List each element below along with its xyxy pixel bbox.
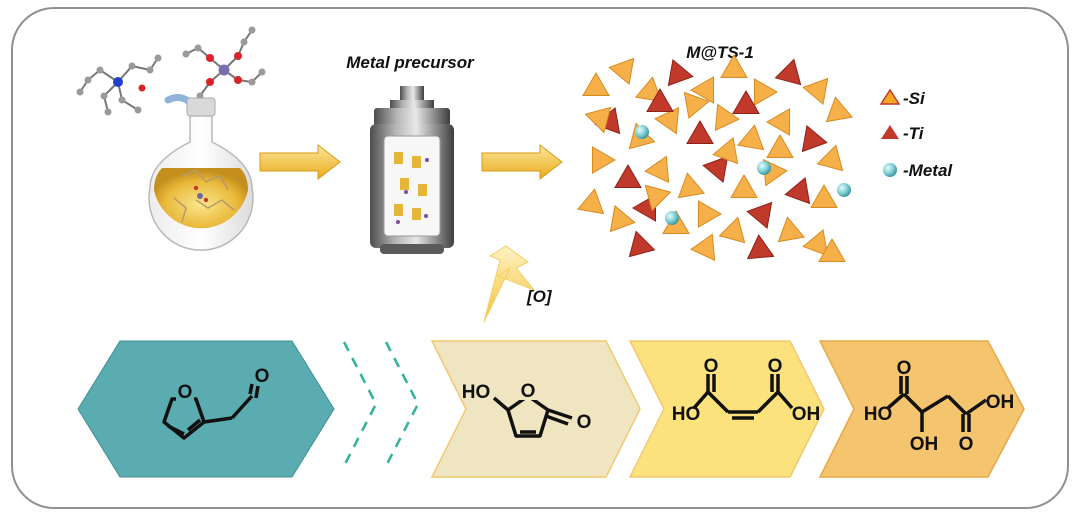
ti-tetrahedron [746, 234, 775, 260]
maleic-acid-o1: O [704, 356, 719, 377]
si-tetrahedron [634, 76, 663, 103]
si-tetrahedron [576, 188, 605, 215]
si-triangle-icon [879, 88, 901, 105]
hydroxyfuranone-chevron [430, 340, 641, 478]
hydroxyfuranone-ho: HO [462, 382, 491, 403]
hydroxyfuranone-molecule [492, 394, 573, 438]
lightning-bolt-icon [483, 245, 536, 323]
si-tetrahedron [698, 200, 722, 228]
si-tetrahedron [766, 134, 794, 158]
si-tetrahedron [690, 233, 716, 262]
hydroxyfuranone-carbonyl-o: O [577, 412, 592, 433]
metal-sphere [837, 183, 851, 197]
si-tetrahedron [690, 76, 714, 104]
legend-item-si: -Si [879, 88, 926, 108]
legend-label-ti: -Ti [903, 124, 925, 143]
autoclave-icon [370, 86, 454, 254]
si-tetrahedron [816, 144, 844, 172]
malic-acid-chevron [818, 340, 1025, 478]
ti-tetrahedron [732, 90, 760, 114]
si-tetrahedron [582, 72, 610, 96]
si-tetrahedron [608, 57, 635, 86]
ti-tetrahedron [614, 164, 642, 188]
si-tetrahedron [712, 136, 739, 165]
ti-tetrahedron [702, 155, 729, 184]
si-tetrahedron [736, 124, 765, 151]
malic-acid-molecule [886, 376, 988, 432]
ti-tetrahedron [686, 120, 714, 144]
ti-tetrahedron [746, 201, 773, 230]
metal-sphere [757, 161, 771, 175]
maleic-acid-oh: OH [792, 404, 821, 425]
si-tetrahedron [584, 106, 612, 134]
si-tetrahedron [677, 172, 706, 199]
si-tetrahedron [683, 91, 710, 120]
oxidant-label: [O] [526, 287, 553, 306]
legend-label-si: -Si [903, 89, 926, 108]
malic-acid-ho: HO [864, 404, 893, 425]
flask [148, 97, 254, 251]
si-tetrahedron [644, 184, 672, 212]
si-tetrahedron [802, 228, 829, 257]
malic-acid-oh-mid: OH [910, 434, 939, 455]
ti-triangle-icon [881, 125, 899, 139]
si-tetrahedron [609, 204, 636, 233]
legend-item-ti: -Ti [881, 124, 925, 143]
ti-tetrahedron [667, 58, 694, 87]
si-tetrahedron [810, 184, 838, 208]
malic-acid-o2: O [959, 434, 974, 455]
furfural-o-ring: O [178, 382, 193, 403]
si-tetrahedron [720, 54, 748, 78]
furfural-o-aldehyde: O [255, 366, 270, 387]
si-tetrahedron [730, 174, 758, 198]
hydroxyfuranone-ring-o: O [521, 381, 536, 402]
si-tetrahedron [644, 155, 670, 184]
ti-tetrahedron [646, 88, 674, 112]
legend-label-metal: -Metal [903, 161, 953, 180]
si-tetrahedron [754, 78, 778, 106]
metal-sphere [635, 125, 649, 139]
si-tetrahedron [718, 216, 746, 244]
si-tetrahedron [802, 77, 829, 106]
furfural-chevron [77, 340, 335, 478]
malic-acid-o1: O [897, 358, 912, 379]
ti-tetrahedron [801, 124, 828, 153]
metal-precursor-title: Metal precursor [346, 53, 475, 72]
dashed-arrows-icon [342, 341, 420, 467]
ti-tetrahedron [784, 176, 811, 205]
si-tetrahedron [825, 96, 854, 123]
furfural-o-mask [176, 380, 194, 402]
si-tetrahedron [592, 146, 616, 174]
product-title: M@TS-1 [686, 43, 754, 62]
maleic-acid-ho: HO [672, 404, 701, 425]
metal-sphere [665, 211, 679, 225]
ti-tetrahedron [628, 230, 656, 258]
maleic-acid-molecule [692, 374, 794, 420]
si-tetrahedron [777, 216, 806, 243]
malic-acid-oh-end: OH [986, 392, 1015, 413]
process-arrow-icon [481, 143, 563, 181]
ti-tetrahedron [774, 58, 802, 86]
ts1-framework [576, 54, 854, 262]
metal-sphere-icon [883, 163, 897, 177]
si-tetrahedron [818, 238, 846, 262]
legend: -Si -Ti -Metal [879, 88, 953, 180]
si-tetrahedron [654, 106, 680, 135]
maleic-acid-o2: O [768, 356, 783, 377]
si-tetrahedron [714, 103, 740, 132]
legend-item-metal: -Metal [883, 161, 953, 180]
process-arrow-icon [259, 143, 341, 181]
si-tetrahedron [766, 108, 790, 136]
